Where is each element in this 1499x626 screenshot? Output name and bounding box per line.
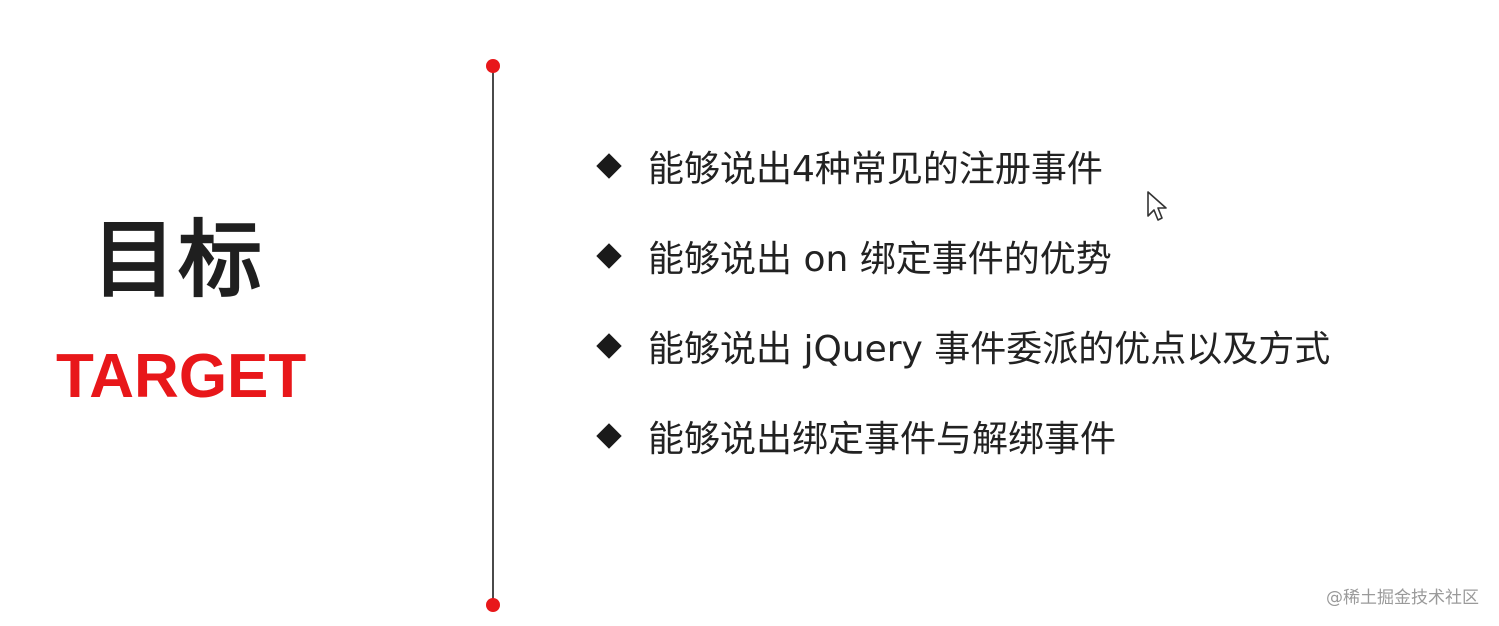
diamond-bullet-icon <box>596 423 622 449</box>
slide-title-chinese: 目标 <box>92 211 265 309</box>
divider-top-dot <box>486 59 500 73</box>
objective-item: 能够说出4种常见的注册事件 <box>594 140 1330 192</box>
objective-text: 能够说出 on 绑定事件的优势 <box>648 239 1112 280</box>
watermark: @稀土掘金技术社区 <box>1326 588 1479 608</box>
diamond-bullet-icon <box>596 153 622 179</box>
divider-bottom-dot <box>486 598 500 612</box>
objective-item: 能够说出 on 绑定事件的优势 <box>594 230 1330 282</box>
diamond-bullet-icon <box>596 333 622 359</box>
vertical-divider <box>492 66 494 606</box>
diamond-bullet-icon <box>596 243 622 269</box>
mouse-pointer-icon <box>1147 191 1167 221</box>
slide-title-english: TARGET <box>56 342 307 411</box>
objective-text: 能够说出4种常见的注册事件 <box>648 149 1103 190</box>
objective-item: 能够说出绑定事件与解绑事件 <box>594 410 1330 462</box>
objective-text: 能够说出绑定事件与解绑事件 <box>648 419 1117 460</box>
objective-text: 能够说出 jQuery 事件委派的优点以及方式 <box>648 329 1331 370</box>
objective-item: 能够说出 jQuery 事件委派的优点以及方式 <box>594 320 1330 372</box>
objective-list: 能够说出4种常见的注册事件 能够说出 on 绑定事件的优势 能够说出 jQuer… <box>594 140 1330 500</box>
